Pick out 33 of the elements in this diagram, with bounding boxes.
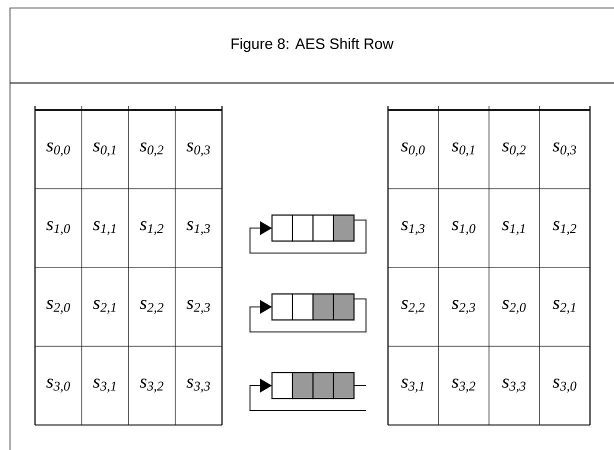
cell-label: s$_{1,1}$ [93,221,116,235]
cell-label: s$_{0,3}$ [186,142,210,156]
cell-label: s$_{2,1}$ [552,300,576,314]
cell-label: s$_{2,1}$ [93,300,116,314]
cell-label: s$_{2,2}$ [401,300,425,314]
cell-label: s$_{1,0}$ [452,221,476,236]
cell-label: s$_{3,3}$ [502,378,526,392]
cell-label: s$_{2,3}$ [186,300,210,314]
cell-label: s$_{3,1}$ [93,378,116,392]
cell-label: s$_{1,0}$ [46,221,70,236]
cell-label: s$_{2,0}$ [46,300,70,314]
cell-label: s$_{3,3}$ [186,378,210,392]
cell-label: s$_{3,2}$ [452,378,476,392]
cell-label: s$_{2,3}$ [452,300,476,314]
cell-label: s$_{1,1}$ [502,221,525,235]
cell-label: s$_{2,0}$ [502,300,526,314]
cell-label: s$_{3,1}$ [401,378,424,392]
cell-label: s$_{0,2}$ [502,142,526,156]
cell-label: s$_{0,1}$ [93,142,116,156]
cell-label: s$_{0,1}$ [452,142,474,156]
cell-label: s$_{1,2}$ [552,221,576,236]
cell-label: s$_{0,2}$ [140,142,164,156]
cell-label: s$_{0,0}$ [401,142,425,156]
cell-label: s$_{2,2}$ [140,300,164,314]
cell-label: s$_{3,2}$ [140,378,164,392]
cell-label: s$_{0,3}$ [552,142,576,156]
cell-label: s$_{3,0}$ [46,378,70,393]
title: Figure 8: AES Shift Row [232,38,394,52]
cell-label: s$_{3,0}$ [552,378,576,393]
cell-label: s$_{1,3}$ [186,221,210,236]
cell-label: s$_{1,2}$ [140,221,164,236]
cell-label: s$_{0,0}$ [46,142,70,156]
cell-label: s$_{1,3}$ [401,221,424,236]
